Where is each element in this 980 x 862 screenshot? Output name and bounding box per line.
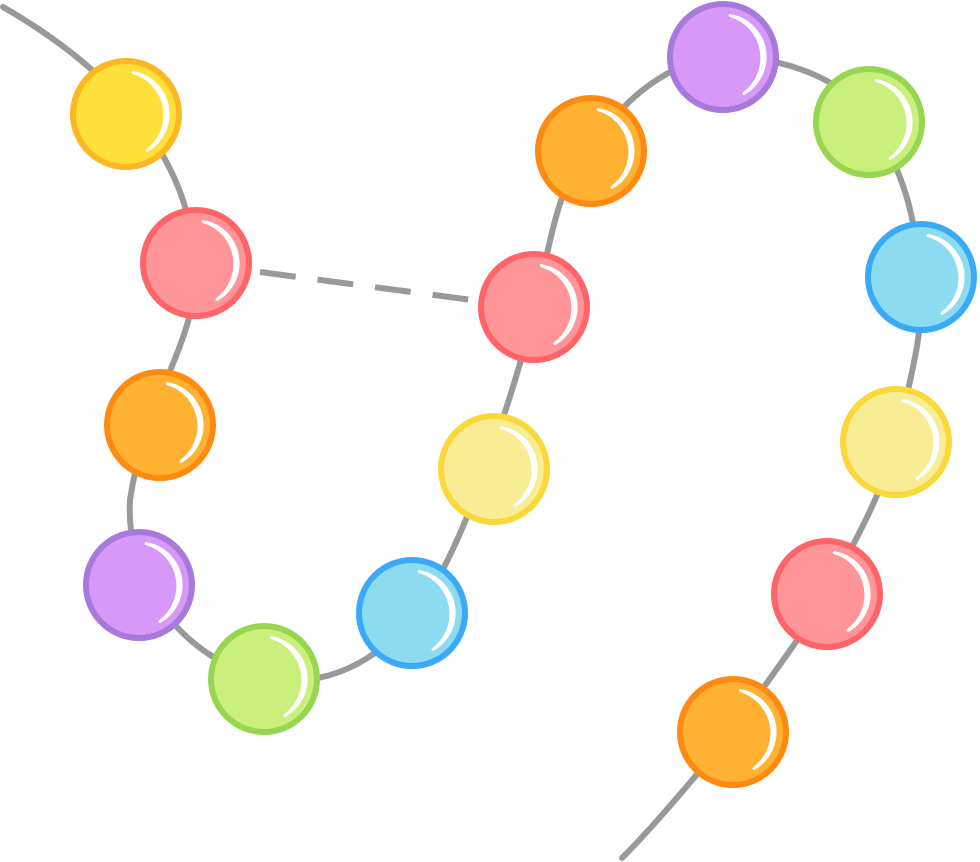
dashed-link-line: [259, 269, 473, 303]
bead-orange: [677, 676, 789, 788]
bead-highlight: [269, 636, 308, 717]
bead-green: [813, 66, 925, 178]
bead-body: [813, 66, 925, 178]
bead-highlight: [499, 426, 538, 507]
bead-purple: [83, 529, 195, 641]
bead-highlight: [901, 399, 940, 480]
bead-yellow: [70, 58, 182, 170]
bead-body: [535, 95, 647, 207]
bead-body: [438, 413, 550, 525]
bead-body: [70, 58, 182, 170]
bead-body: [140, 207, 252, 319]
bead-highlight: [728, 14, 767, 95]
bead-body: [83, 529, 195, 641]
bead-body: [104, 369, 216, 481]
bead-body: [677, 676, 789, 788]
bead-highlight: [738, 689, 777, 770]
bead-highlight: [596, 108, 635, 189]
bead-highlight: [144, 542, 183, 623]
bead-body: [356, 557, 468, 669]
bead-highlight: [165, 382, 204, 463]
bead-highlight: [201, 220, 240, 301]
bead-body: [478, 251, 590, 363]
bead-pink: [771, 538, 883, 650]
bead-layer: [70, 1, 977, 788]
bead-body: [840, 386, 952, 498]
bead-orange: [104, 369, 216, 481]
bead-cream: [438, 413, 550, 525]
bead-green: [208, 623, 320, 735]
bead-highlight: [874, 79, 913, 160]
bead-highlight: [417, 570, 456, 651]
bead-body: [771, 538, 883, 650]
bead-orange: [535, 95, 647, 207]
bead-blue: [356, 557, 468, 669]
bead-highlight: [926, 234, 965, 315]
bead-cream: [840, 386, 952, 498]
bead-blue: [865, 221, 977, 333]
bead-body: [865, 221, 977, 333]
bead-body: [208, 623, 320, 735]
bead-body: [667, 1, 779, 113]
bead-highlight: [131, 71, 170, 152]
bead-pink: [478, 251, 590, 363]
bead-purple: [667, 1, 779, 113]
bead-pink: [140, 207, 252, 319]
bead-highlight: [539, 264, 578, 345]
bead-highlight: [832, 551, 871, 632]
